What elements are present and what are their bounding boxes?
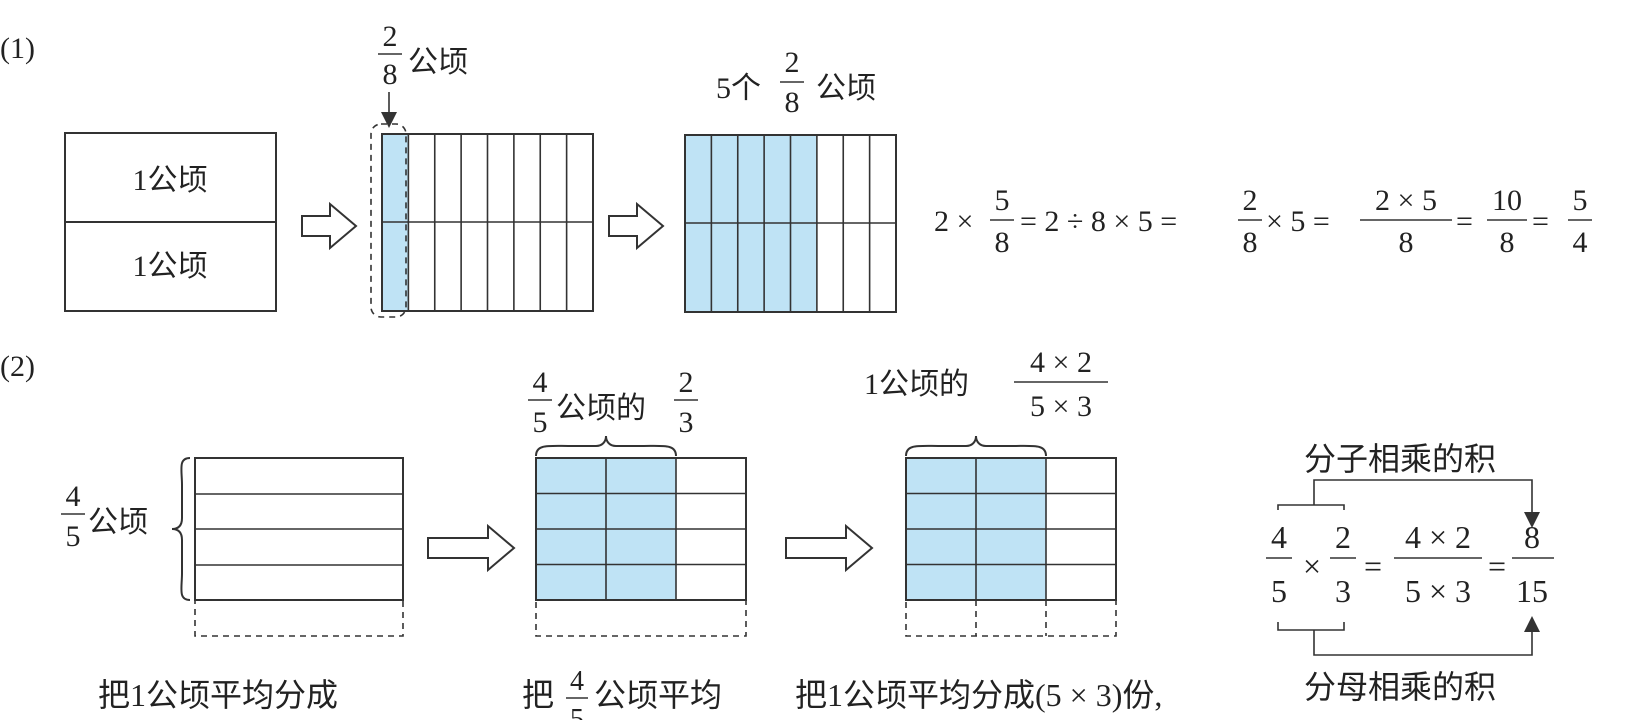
svg-text:5: 5 — [570, 704, 584, 720]
two-thirds-of-four-fifths-grid — [535, 435, 747, 637]
svg-text:8: 8 — [1243, 226, 1258, 259]
svg-text:× 5 =: × 5 = — [1266, 205, 1330, 238]
svg-text:4 × 2: 4 × 2 — [1405, 519, 1471, 555]
right-brace — [905, 435, 1047, 457]
right-arrow-icon — [301, 201, 358, 251]
svg-text:= 2 ÷ 8 × 5 =: = 2 ÷ 8 × 5 = — [1020, 205, 1177, 238]
svg-text:公顷平均: 公顷平均 — [594, 677, 722, 713]
svg-text:公顷: 公顷 — [408, 46, 468, 79]
svg-text:2: 2 — [785, 46, 800, 79]
svg-text:4 × 2: 4 × 2 — [1030, 346, 1092, 379]
eighths-grid — [370, 92, 594, 318]
part2-label: (2) — [0, 350, 35, 383]
svg-text:15: 15 — [1516, 573, 1548, 609]
svg-text:公顷: 公顷 — [88, 506, 148, 539]
svg-text:5: 5 — [533, 406, 548, 439]
box-top-label: 1公顷 — [133, 164, 208, 197]
product-grid — [905, 435, 1117, 637]
right-fraction-label-2: 1公顷的 4 × 2 5 × 3 — [864, 346, 1108, 423]
svg-text:公顷: 公顷 — [816, 72, 876, 105]
svg-text:8: 8 — [1524, 519, 1540, 555]
svg-text:4: 4 — [1573, 226, 1588, 259]
svg-text:4: 4 — [570, 666, 584, 697]
svg-text:5: 5 — [995, 184, 1010, 217]
mid-fraction-label: 2 8 公顷 — [378, 20, 468, 91]
svg-text:5 × 3: 5 × 3 — [1405, 573, 1471, 609]
svg-text:=: = — [1456, 205, 1473, 238]
svg-text:公顷的: 公顷的 — [556, 392, 646, 425]
caption-mid: 把 4 5 公顷平均 — [522, 666, 722, 720]
caption-right: 把1公顷平均分成(5 × 3)份, — [795, 677, 1162, 713]
svg-text:4: 4 — [1271, 519, 1287, 555]
svg-text:8: 8 — [1399, 226, 1414, 259]
svg-text:4: 4 — [533, 366, 548, 399]
caption-left: 把1公顷平均分成 — [98, 677, 338, 713]
mid-brace — [535, 435, 677, 457]
svg-text:=: = — [1364, 548, 1382, 584]
part2-equation: 分子相乘的积 分母相乘的积 4 5 × 2 3 = 4 × 2 5 × 3 = … — [1266, 441, 1554, 705]
svg-text:5: 5 — [1573, 184, 1588, 217]
svg-text:2: 2 — [679, 366, 694, 399]
svg-text:8: 8 — [995, 226, 1010, 259]
svg-text:10: 10 — [1492, 184, 1522, 217]
svg-text:5: 5 — [1271, 573, 1287, 609]
mid-fraction-label-2: 4 5 公顷的 2 3 — [528, 366, 698, 439]
svg-text:5 × 3: 5 × 3 — [1030, 390, 1092, 423]
svg-text:5: 5 — [66, 520, 81, 553]
right-arrow-icon — [427, 523, 516, 573]
right-arrow-icon — [608, 201, 665, 251]
left-fraction-label: 4 5 公顷 — [61, 480, 148, 553]
svg-text:=: = — [1488, 548, 1506, 584]
svg-text:8: 8 — [383, 58, 398, 91]
svg-text:把: 把 — [522, 677, 554, 713]
svg-text:2: 2 — [383, 20, 398, 53]
svg-text:×: × — [1303, 548, 1321, 584]
part1-equation: 2 × 5 8 = 2 ÷ 8 × 5 = 2 8 × 5 = 2 × 5 8 … — [934, 184, 1592, 259]
svg-text:3: 3 — [1335, 573, 1351, 609]
svg-text:4: 4 — [66, 480, 81, 513]
svg-text:8: 8 — [785, 86, 800, 119]
svg-text:2: 2 — [1243, 184, 1258, 217]
svg-text:2: 2 — [1335, 519, 1351, 555]
part1-label: (1) — [0, 32, 35, 65]
denominator-product-label: 分母相乘的积 — [1304, 669, 1496, 705]
left-brace — [171, 457, 191, 601]
svg-text:3: 3 — [679, 406, 694, 439]
two-hectare-box: 1公顷 1公顷 — [64, 132, 277, 312]
svg-text:=: = — [1532, 205, 1549, 238]
right-fraction-label: 5个 2 8 公顷 — [716, 46, 876, 119]
svg-text:8: 8 — [1500, 226, 1515, 259]
numerator-product-label: 分子相乘的积 — [1304, 441, 1496, 477]
five-eighths-grid — [684, 134, 897, 313]
svg-text:2 × 5: 2 × 5 — [1375, 184, 1437, 217]
box-bottom-label: 1公顷 — [133, 250, 208, 283]
svg-text:2 ×: 2 × — [934, 205, 973, 238]
four-fifths-box — [171, 457, 404, 637]
svg-text:5个: 5个 — [716, 72, 761, 105]
right-arrow-icon — [785, 523, 874, 573]
svg-text:1公顷的: 1公顷的 — [864, 368, 969, 401]
